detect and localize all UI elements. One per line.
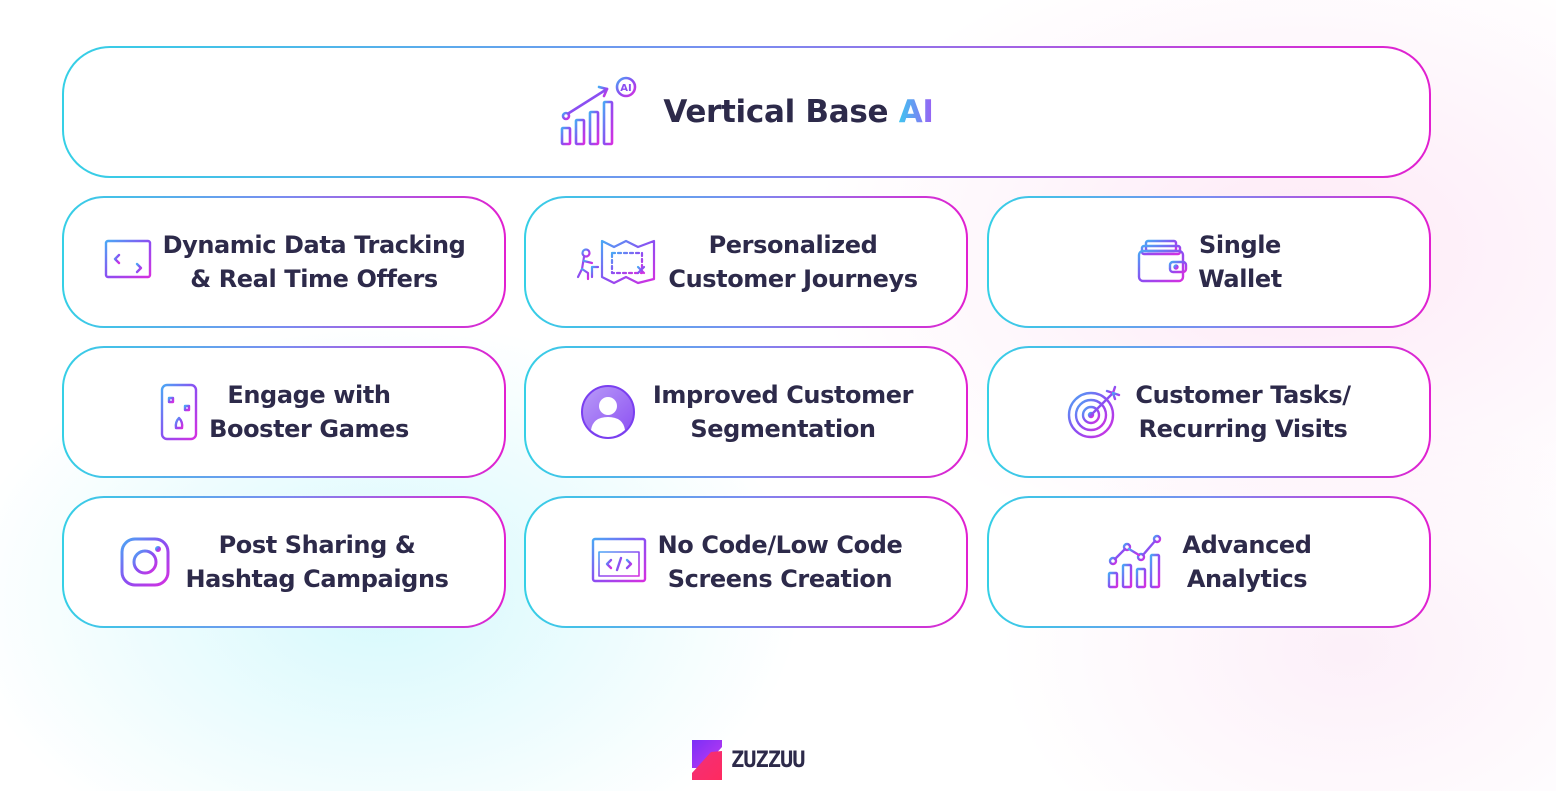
feature-label-line2: Booster Games	[209, 415, 409, 443]
feature-card-booster-games: Engage with Booster Games	[62, 346, 506, 478]
feature-card-personalized-journeys: Personalized Customer Journeys	[524, 196, 968, 328]
feature-card-advanced-analytics: Advanced Analytics	[987, 496, 1431, 628]
brand-name: ZUZZUU	[731, 747, 805, 773]
feature-label-line2: Wallet	[1198, 265, 1282, 293]
feature-label: Single Wallet	[1198, 228, 1282, 296]
feature-label: Customer Tasks/ Recurring Visits	[1135, 378, 1351, 446]
feature-label-line1: Improved Customer	[652, 381, 914, 409]
feature-label: Personalized Customer Journeys	[668, 228, 918, 296]
header-content: AI Vertical Base AI	[559, 76, 934, 148]
feature-label-line1: Single	[1199, 231, 1281, 259]
feature-label-line2: Analytics	[1186, 565, 1308, 593]
chart-growth-ai-icon: AI	[561, 76, 637, 146]
feature-label: No Code/Low Code Screens Creation	[658, 528, 903, 596]
feature-label: Advanced Analytics	[1182, 528, 1312, 596]
wallet-icon	[1137, 239, 1188, 283]
svg-text:AI: AI	[621, 83, 632, 94]
code-window-icon	[591, 537, 646, 587]
feature-card-customer-tasks: Customer Tasks/ Recurring Visits	[987, 346, 1431, 478]
user-avatar-icon	[580, 385, 635, 439]
feature-card-no-code-screens: No Code/Low Code Screens Creation	[524, 496, 968, 628]
feature-label: Post Sharing & Hashtag Campaigns	[185, 528, 448, 596]
analytics-chart-icon	[1108, 534, 1162, 589]
zuzzuu-logo-icon	[692, 740, 722, 780]
feature-label-line2: Customer Journeys	[668, 265, 918, 293]
feature-label-line1: Advanced	[1182, 531, 1312, 559]
feature-label-line1: Engage with	[227, 381, 391, 409]
feature-content: Single Wallet	[1136, 228, 1282, 296]
journey-map-icon	[576, 239, 656, 285]
feature-card-single-wallet: Single Wallet	[987, 196, 1431, 328]
page-title-main: Vertical Base	[663, 94, 889, 130]
feature-label-line2: & Real Time Offers	[190, 265, 438, 293]
feature-content: Improved Customer Segmentation	[579, 378, 913, 446]
feature-label-line2: Segmentation	[690, 415, 876, 443]
feature-label-line1: Dynamic Data Tracking	[162, 231, 466, 259]
browser-transfer-icon	[104, 239, 151, 283]
feature-content: Dynamic Data Tracking & Real Time Offers	[103, 228, 466, 296]
feature-label-line2: Hashtag Campaigns	[185, 565, 449, 593]
feature-content: Post Sharing & Hashtag Campaigns	[119, 528, 449, 596]
feature-label: Improved Customer Segmentation	[652, 378, 914, 446]
feature-label-line1: No Code/Low Code	[657, 531, 903, 559]
feature-label-line2: Screens Creation	[667, 565, 893, 593]
header-card: AI Vertical Base AI	[62, 46, 1431, 178]
feature-content: Advanced Analytics	[1106, 528, 1312, 596]
feature-label: Engage with Booster Games	[209, 378, 409, 446]
feature-content: Customer Tasks/ Recurring Visits	[1067, 378, 1351, 446]
feature-card-dynamic-data-tracking: Dynamic Data Tracking & Real Time Offers	[62, 196, 506, 328]
phone-game-icon	[160, 383, 198, 441]
page-title: Vertical Base AI	[663, 94, 934, 130]
feature-label-line1: Customer Tasks/	[1135, 381, 1351, 409]
feature-label-line1: Personalized	[708, 231, 878, 259]
instagram-icon	[120, 537, 170, 587]
target-arrow-icon	[1068, 385, 1121, 439]
feature-content: No Code/Low Code Screens Creation	[590, 528, 903, 596]
feature-label-line2: Recurring Visits	[1138, 415, 1348, 443]
brand-logo: ZUZZUU	[689, 738, 805, 782]
feature-content: Engage with Booster Games	[159, 378, 409, 446]
feature-content: Personalized Customer Journeys	[574, 228, 918, 296]
feature-card-post-sharing: Post Sharing & Hashtag Campaigns	[62, 496, 506, 628]
feature-label-line1: Post Sharing &	[218, 531, 416, 559]
feature-label: Dynamic Data Tracking & Real Time Offers	[163, 228, 466, 296]
feature-card-customer-segmentation: Improved Customer Segmentation	[524, 346, 968, 478]
page-title-accent: AI	[898, 94, 934, 130]
